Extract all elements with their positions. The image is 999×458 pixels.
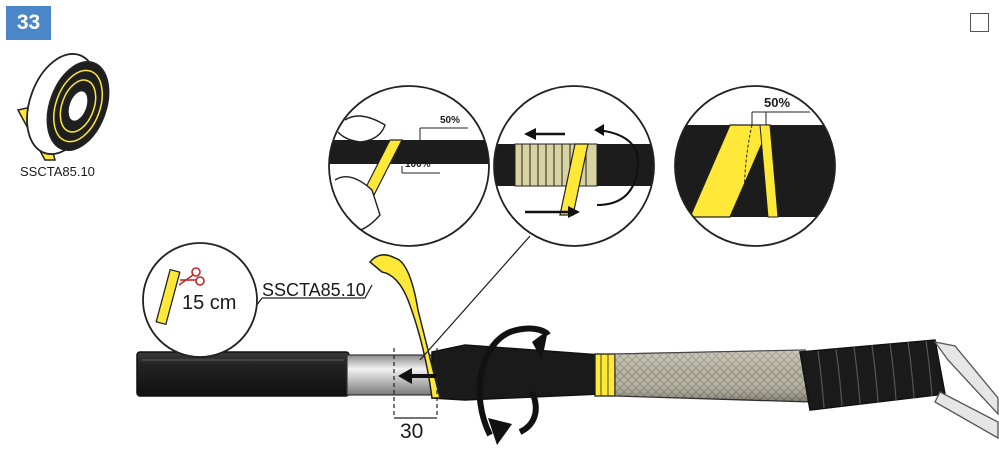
roll-core [67, 89, 89, 123]
step-number-badge: 33 [6, 6, 51, 40]
detail1-overlap-label: 50% [440, 115, 461, 126]
detail-circle-wrap [493, 85, 655, 247]
detail1-stretch-label: 100% [405, 159, 431, 170]
cable-assembly [136, 254, 999, 445]
detail1-cable [330, 140, 489, 164]
cut-length-label: 15 cm [182, 292, 237, 314]
lug-upper [933, 341, 999, 416]
detail3-overlap-label: 50% [764, 95, 791, 110]
taped-section [431, 344, 601, 401]
detail-circle-stretch [328, 85, 490, 247]
tape-strip [368, 254, 441, 399]
cut-callout [142, 242, 258, 358]
lug-lower [934, 391, 999, 440]
cut-tape-piece [155, 268, 181, 326]
cable-sheath [136, 351, 350, 397]
hand-upper [337, 115, 386, 143]
leader-detail [419, 235, 531, 361]
leader-tape-label [262, 284, 373, 299]
dimension-value-label: 30 [400, 420, 424, 443]
rotation-arrow [476, 325, 551, 437]
tape-ring [594, 353, 616, 397]
tape-roll-product-code: SSCTA85.10 [20, 164, 95, 179]
scissors-icon [178, 267, 205, 286]
detail-circle-overlap [674, 85, 836, 247]
tape-product-code-label: SSCTA85.10 [262, 280, 366, 300]
tape-roll-illustration [16, 53, 110, 161]
step-complete-checkbox[interactable] [970, 13, 989, 32]
detail2-rotation [596, 129, 640, 206]
